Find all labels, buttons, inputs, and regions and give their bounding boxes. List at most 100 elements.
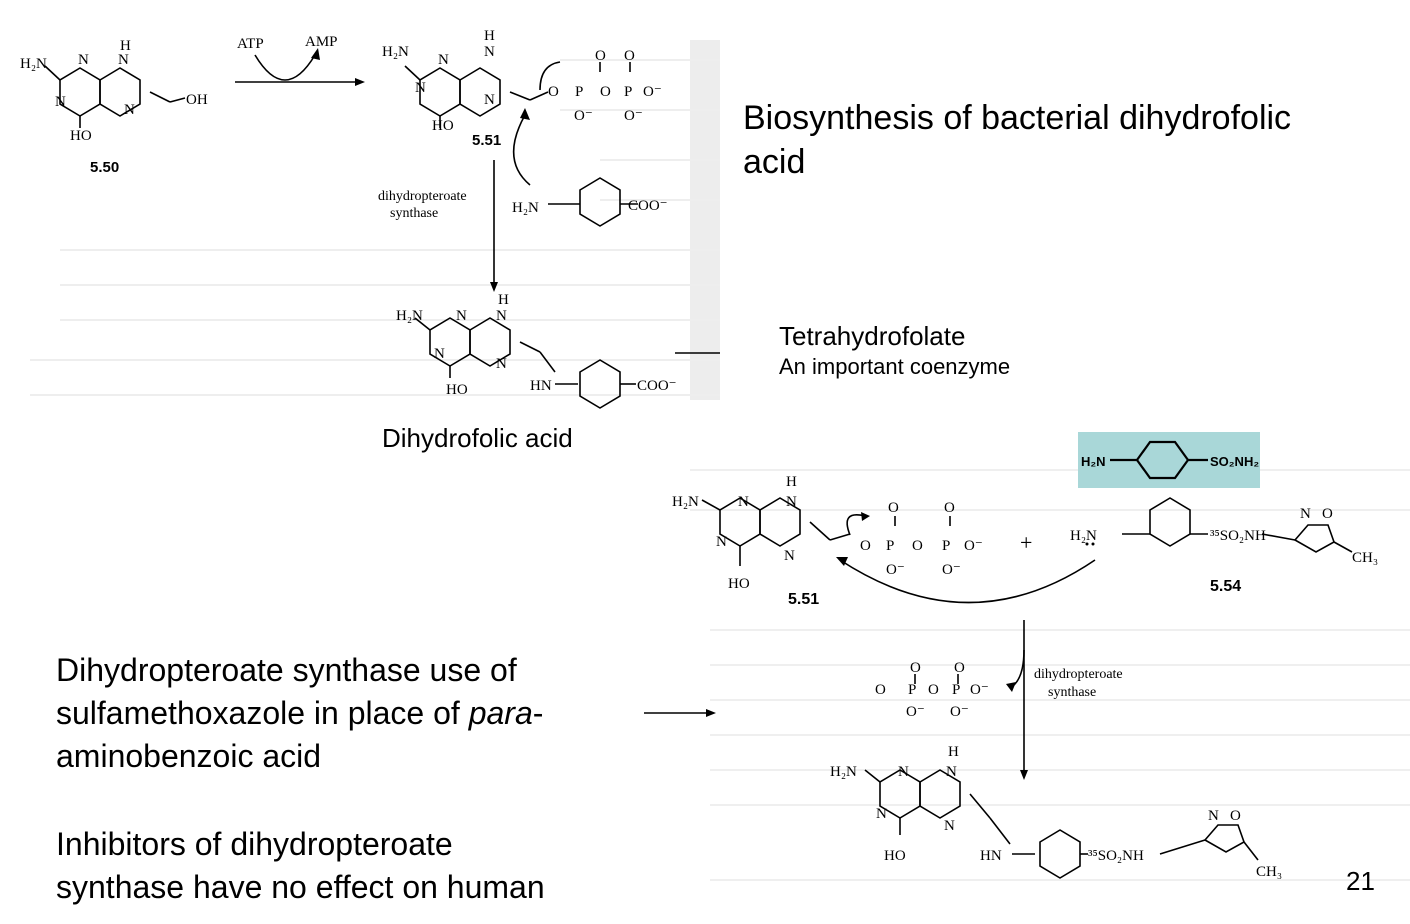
body-line: synthase have no effect on human <box>56 869 545 905</box>
compound-550-label: 5.50 <box>90 159 119 176</box>
so2nh-label: ³⁵SO₂NH <box>1088 848 1144 864</box>
o-label: O <box>944 500 955 516</box>
n-label: N <box>944 818 955 834</box>
ho-label: HO <box>446 382 468 398</box>
p-label: P <box>942 538 950 554</box>
enzyme-label: synthase <box>390 206 438 221</box>
plus-sign: + <box>1020 530 1032 555</box>
h-label-550: H <box>120 38 131 54</box>
title-line: acid <box>743 143 806 181</box>
n-label: N <box>898 764 909 780</box>
body-paragraph-2: Inhibitors of dihydropteroate synthase h… <box>56 823 545 909</box>
compound-551-label: 5.51 <box>788 591 819 608</box>
coo-label: COO⁻ <box>637 378 677 394</box>
amp-label: AMP <box>305 34 338 50</box>
ho-label: HO <box>728 576 750 592</box>
h-label: H <box>786 474 797 490</box>
n-label: N <box>946 764 957 780</box>
o-label: O <box>600 84 611 100</box>
p-label: P <box>624 84 632 100</box>
h2n-label-paba: H₂N <box>512 200 539 216</box>
coenzyme-note: An important coenzyme <box>779 354 1011 379</box>
h2n-label-dhf: H₂N <box>396 308 423 324</box>
o-label: O <box>1230 808 1241 824</box>
o-minus-label: O⁻ <box>970 682 989 698</box>
sulf-h2n-label: H₂N <box>1081 454 1106 469</box>
n-label: N <box>484 44 495 60</box>
h-label: H <box>484 28 495 44</box>
o-minus-label: O⁻ <box>964 538 983 554</box>
o-label: O <box>624 48 635 64</box>
n-label: N <box>496 308 507 324</box>
oh-label: OH <box>186 92 208 108</box>
hn-label: HN <box>530 378 552 394</box>
n-label: N <box>55 94 66 110</box>
title-line: Biosynthesis of bacterial dihydrofolic <box>743 99 1292 137</box>
o-label: O <box>1322 506 1333 522</box>
scheme-top: H₂N H N N N N HO OH ATP AMP H₂N H N N N … <box>20 28 720 409</box>
o-minus-label: O⁻ <box>950 704 969 720</box>
body-line: aminobenzoic acid <box>56 738 322 774</box>
scan-texture-top <box>30 40 720 400</box>
enzyme-label: synthase <box>1048 685 1096 700</box>
slide-title: Biosynthesis of bacterial dihydrofolic a… <box>743 96 1291 184</box>
n-label: N <box>484 92 495 108</box>
ho-label: HO <box>432 118 454 134</box>
n-label: N <box>456 308 467 324</box>
o-minus-label: O⁻ <box>624 108 643 124</box>
scheme-bottom: H₂N SO₂NH₂ H₂N H N N N N HO O P O O P O … <box>672 432 1378 880</box>
n-label: N <box>786 494 797 510</box>
hn-label: HN <box>980 848 1002 864</box>
o-minus-label: O⁻ <box>643 84 662 100</box>
o-label: O <box>912 538 923 554</box>
n-label: N <box>1208 808 1219 824</box>
scan-texture-bottom <box>690 469 1410 881</box>
p-label: P <box>886 538 894 554</box>
ch3-label: CH₃ <box>1256 864 1282 880</box>
body-arrow <box>644 709 716 717</box>
o-label: O <box>888 500 899 516</box>
p-label: P <box>952 682 960 698</box>
h2n-label: H₂N <box>1070 528 1097 544</box>
coo-label: COO⁻ <box>628 198 668 214</box>
p-label: P <box>575 84 583 100</box>
o-label: O <box>875 682 886 698</box>
n-label: N <box>124 102 135 118</box>
body-line: Dihydropteroate synthase use of <box>56 652 517 688</box>
h2n-label: H₂N <box>830 764 857 780</box>
o-minus-label: O⁻ <box>574 108 593 124</box>
dihydrofolic-acid-label: Dihydrofolic acid <box>382 423 573 453</box>
h-label: H <box>498 292 509 308</box>
body-paragraph-1: Dihydropteroate synthase use of sulfamet… <box>56 649 543 778</box>
body-line: Inhibitors of dihydropteroate <box>56 826 453 862</box>
page-number: 21 <box>1346 866 1375 896</box>
o-minus-label: O⁻ <box>886 562 905 578</box>
n-label: N <box>876 806 887 822</box>
sulf-so2nh2-label: SO₂NH₂ <box>1210 454 1259 469</box>
n-label: N <box>118 52 129 68</box>
n-label: N <box>716 534 727 550</box>
o-label: O <box>928 682 939 698</box>
n-label: N <box>78 52 89 68</box>
compound-554-label: 5.54 <box>1210 578 1241 595</box>
n-label: N <box>438 52 449 68</box>
n-label: N <box>434 346 445 362</box>
body-italic-span: para <box>468 695 533 731</box>
o-label: O <box>954 660 965 676</box>
n-label: N <box>738 494 749 510</box>
o-label: O <box>548 84 559 100</box>
n-label: N <box>1300 506 1311 522</box>
h2n-label: H₂N <box>672 494 699 510</box>
p-label: P <box>908 682 916 698</box>
body-line: sulfamethoxazole in place of para- <box>56 692 543 735</box>
o-label: O <box>910 660 921 676</box>
ho-label: HO <box>70 128 92 144</box>
body-span: sulfamethoxazole in place of <box>56 695 469 731</box>
atp-label: ATP <box>237 36 264 52</box>
so2nh-label: ³⁵SO₂NH <box>1210 528 1266 544</box>
ho-label: HO <box>884 848 906 864</box>
enzyme-label: dihydropteroate <box>378 189 467 204</box>
o-label: O <box>595 48 606 64</box>
tetrahydrofolate-label: Tetrahydrofolate <box>779 321 966 351</box>
